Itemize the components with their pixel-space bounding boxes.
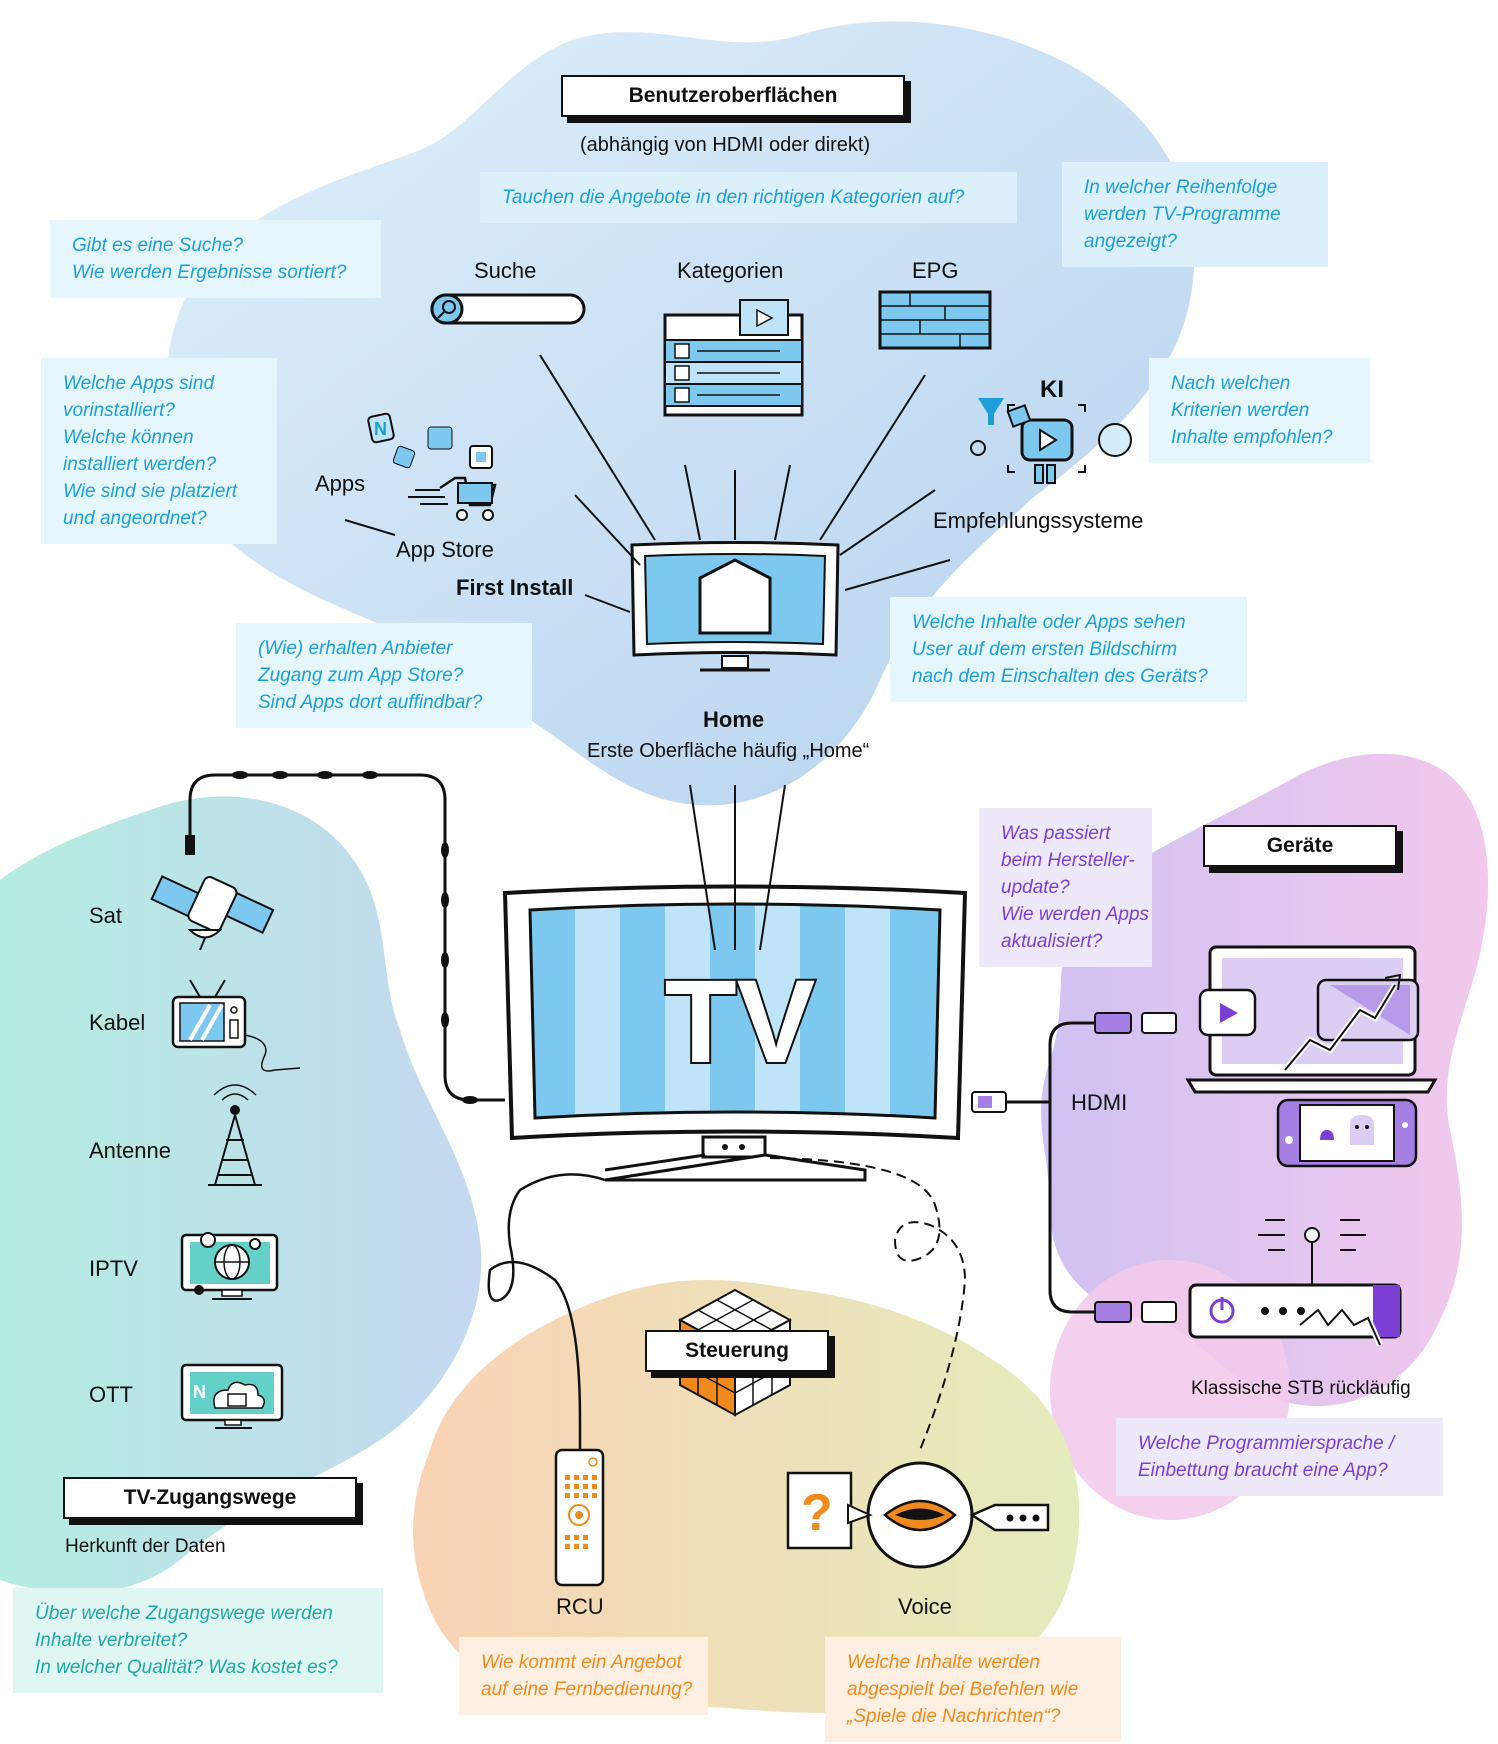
label-antenne: Antenne [89, 1138, 171, 1163]
title-devices: Geräte [1203, 825, 1397, 867]
label-search: Suche [474, 258, 537, 283]
svg-text:TV: TV [665, 970, 816, 1080]
set-top-box-icon [1188, 1219, 1402, 1347]
title-user-interfaces: Benutzeroberflächen [561, 75, 905, 117]
satellite-cable [188, 773, 505, 1102]
question-categories: Tauchen die Angebote in den richtigen Ka… [480, 172, 1017, 223]
label-ott: OTT [89, 1382, 133, 1407]
question-search: Gibt es eine Suche?Wie werden Ergebnisse… [50, 220, 381, 298]
title-control: Steuerung [645, 1330, 829, 1372]
subtitle-access-ways: Herkunft der Daten [65, 1536, 226, 1557]
voice-icon: ? [786, 1461, 1050, 1569]
satellite-icon [150, 875, 275, 951]
tv-illustration [502, 884, 968, 1182]
antenna-icon [208, 1084, 262, 1186]
label-epg: EPG [912, 258, 959, 283]
label-first-install: First Install [456, 575, 574, 600]
ai-recommendation-icon [970, 398, 1132, 484]
iptv-icon [180, 1232, 279, 1300]
label-home: Home [703, 707, 765, 732]
label-home-sub: Erste Oberfläche häufig „Home“ [587, 740, 870, 762]
cable-tv-icon [171, 979, 301, 1072]
svg-text:?: ? [801, 1484, 833, 1542]
home-monitor [630, 541, 840, 672]
game-console-icon [1276, 1098, 1418, 1168]
blob-access-ways [0, 796, 482, 1594]
voice-signal [769, 1157, 967, 1451]
label-kabel: Kabel [89, 1010, 146, 1035]
laptop-icon [1185, 945, 1438, 1094]
label-sat: Sat [89, 903, 123, 928]
label-recommendations: Empfehlungssysteme [933, 508, 1144, 533]
apps-icon: N [367, 412, 497, 521]
label-categories: Kategorien [677, 258, 784, 283]
hdmi-plug-stb [1094, 1301, 1177, 1323]
connector-lines [344, 354, 951, 951]
label-voice: Voice [898, 1594, 952, 1619]
hdmi-plug-tv [971, 1091, 1007, 1113]
hdmi-plug-laptop [1094, 1012, 1177, 1034]
ott-icon: N [180, 1363, 284, 1429]
tv-label: TV [663, 970, 818, 1080]
label-hdmi: HDMI [1071, 1090, 1128, 1115]
label-rcu: RCU [556, 1594, 604, 1619]
categories-icon [663, 299, 804, 417]
label-app-store: App Store [396, 537, 494, 562]
title-access-ways: TV-Zugangswege [63, 1477, 357, 1519]
label-iptv: IPTV [89, 1256, 138, 1281]
svg-text:N: N [193, 1382, 206, 1402]
hdmi-wiring [1005, 1021, 1095, 1314]
label-apps: Apps [315, 471, 366, 496]
subtitle-user-interfaces: (abhängig von HDMI oder direkt) [580, 134, 871, 156]
cable-beads [232, 771, 478, 1104]
svg-text:N: N [374, 419, 387, 439]
label-stb: Klassische STB rückläufig [1191, 1378, 1411, 1399]
epg-icon [878, 290, 992, 350]
rcu-cable [487, 1173, 606, 1475]
remote-control-icon [554, 1448, 605, 1587]
label-ki: KI [1040, 376, 1064, 403]
question-programming-language: Welche Programmiersprache /Einbettung br… [1116, 1418, 1443, 1496]
search-icon [430, 293, 586, 325]
